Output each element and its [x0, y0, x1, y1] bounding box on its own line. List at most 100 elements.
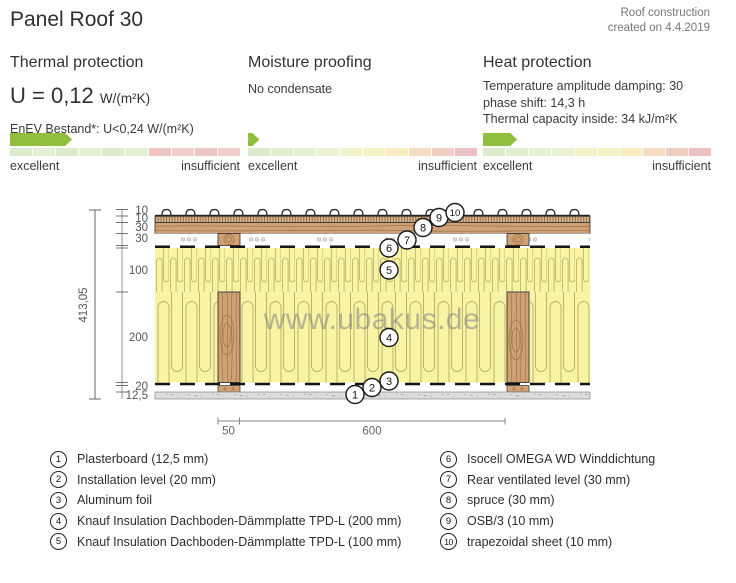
dim-label-ins100: 100: [129, 265, 148, 277]
callout-number: 8: [420, 222, 426, 234]
report-meta-type: Roof construction: [620, 7, 711, 19]
construction-cross-section: 413,05 10 10 30 30 100 200 20 12,5: [78, 202, 591, 438]
callout-8: 8: [413, 217, 433, 238]
total-thickness-label: 413,05: [78, 287, 90, 322]
stud-width-label: 50: [222, 426, 235, 438]
damping-value: Temperature amplitude damping: 30: [483, 79, 684, 93]
layer-trapezoidal-sheet: [155, 208, 590, 217]
legend-label: Plasterboard (12,5 mm): [77, 452, 209, 467]
moisture-rating-labels: excellent insufficient: [248, 159, 477, 173]
legend-item-isocell: 6 Isocell OMEGA WD Winddichtung: [440, 449, 655, 470]
dim-label-spruce: 30: [135, 222, 148, 234]
callout-markers: 1 2 3 4 5 6 7 8 9 10: [345, 202, 465, 405]
layer-rear-ventilated: [155, 233, 590, 246]
legend-item-trapezoidal-sheet: 10 trapezoidal sheet (10 mm): [440, 531, 655, 552]
scale-label-excellent: excellent: [483, 159, 533, 173]
report-meta-date: created on 4.4.2019: [607, 22, 710, 34]
moisture-proofing-section: Moisture proofing No condensate: [248, 54, 478, 96]
heat-rating-bar: excellent insufficient: [483, 133, 712, 173]
legend-label: OSB/3 (10 mm): [467, 514, 554, 529]
legend-label: Isocell OMEGA WD Winddichtung: [467, 452, 656, 467]
watermark: www.ubakus.de: [263, 303, 481, 336]
callout-1: 1: [345, 384, 365, 405]
thermal-rating-bar: excellent insufficient: [10, 133, 240, 173]
legend-number-badge: 6: [440, 450, 457, 468]
layer-insulation-100: [155, 248, 590, 292]
u-value-number: U = 0,12: [10, 83, 94, 108]
legend-label: Knauf Insulation Dachboden-Dämmplatte TP…: [77, 534, 402, 549]
legend-column-right: 6 Isocell OMEGA WD Winddichtung 7 Rear ven…: [440, 449, 655, 552]
callout-number: 7: [404, 235, 410, 247]
heat-rating-arrow-icon: [483, 133, 517, 146]
heat-protection-section: Heat protection Temperature amplitude da…: [483, 54, 715, 128]
installation-stud: [506, 385, 530, 393]
thermal-capacity-value: Thermal capacity inside: 34 kJ/m²K: [483, 112, 678, 126]
callout-number: 6: [386, 243, 392, 255]
dim-label-trapezoid: 10: [135, 205, 148, 217]
u-value: U = 0,12 W/(m²K): [10, 83, 242, 109]
layer-insulation-200: [155, 291, 590, 383]
callout-6: 6: [379, 238, 399, 258]
condensate-status: No condensate: [248, 82, 333, 96]
callout-number: 1: [352, 389, 358, 401]
legend-number-badge: 3: [50, 491, 67, 509]
phase-shift-value: phase shift: 14,3 h: [483, 95, 586, 110]
thermal-heading: Thermal protection: [10, 54, 144, 71]
callout-number: 10: [450, 208, 461, 219]
dim-label-rearvent: 30: [135, 233, 148, 245]
legend-label: trapezoidal sheet (10 mm): [467, 534, 613, 549]
moisture-heading: Moisture proofing: [248, 54, 372, 71]
callout-number: 2: [369, 382, 375, 394]
callout-3: 3: [379, 371, 399, 391]
legend-item-spruce: 8 spruce (30 mm): [440, 490, 655, 511]
legend-label: spruce (30 mm): [467, 493, 555, 508]
scale-label-excellent: excellent: [248, 159, 298, 173]
legend-label: Aluminum foil: [77, 493, 153, 508]
layer-spruce: [154, 222, 591, 234]
heat-heading: Heat protection: [483, 54, 592, 71]
callout-number: 5: [386, 265, 392, 277]
callout-number: 3: [386, 376, 392, 388]
legend-item-installation-level: 2 Installation level (20 mm): [50, 470, 401, 491]
scale-label-insufficient: insufficient: [652, 159, 711, 173]
legend-number-badge: 7: [440, 471, 457, 489]
legend-item-osb: 9 OSB/3 (10 mm): [440, 511, 655, 532]
legend-number-badge: 2: [50, 471, 67, 489]
callout-4: 4: [379, 327, 399, 348]
enev-requirement: EnEV Bestand*: U<0,24 W/(m²K): [10, 122, 194, 136]
heat-rating-labels: excellent insufficient: [483, 159, 711, 173]
stud-spacing-label: 600: [362, 426, 381, 438]
page-title: Panel Roof 30: [10, 8, 144, 31]
legend-label: Installation level (20 mm): [77, 472, 216, 487]
heat-details: Temperature amplitude damping: 30 phase …: [483, 78, 715, 128]
dim-label-ins200: 200: [129, 332, 148, 344]
dim-label-plasterboard: 12,5: [126, 390, 148, 402]
legend-item-rear-ventilated: 7 Rear ventilated level (30 mm): [440, 470, 655, 491]
moisture-rating-scale: [248, 148, 477, 156]
legend-number-badge: 8: [440, 491, 457, 509]
legend-number-badge: 9: [440, 512, 457, 530]
legend-number-badge: 5: [50, 533, 67, 551]
moisture-rating-bar: excellent insufficient: [248, 133, 477, 173]
callout-number: 9: [436, 212, 442, 224]
insulation-stud: [506, 291, 530, 383]
legend-label: Rear ventilated level (30 mm): [467, 472, 631, 487]
bottom-dimension: [217, 417, 506, 425]
insulation-stud: [217, 291, 241, 383]
thermal-rating-scale: [10, 148, 240, 156]
legend-number-badge: 4: [50, 512, 67, 530]
moisture-rating-arrow-icon: [248, 133, 259, 146]
rear-vent-stud: [217, 233, 241, 246]
dimension-lines: [89, 209, 128, 400]
rear-vent-stud: [506, 233, 530, 246]
thermal-rating-labels: excellent insufficient: [10, 159, 240, 173]
scale-label-excellent: excellent: [10, 159, 60, 173]
thermal-rating-arrow-icon: [10, 133, 72, 146]
layer-osb: [154, 215, 591, 223]
u-value-unit: W/(m²K): [99, 91, 151, 106]
callout-number: 4: [386, 332, 392, 344]
legend-number-badge: 10: [440, 533, 457, 551]
